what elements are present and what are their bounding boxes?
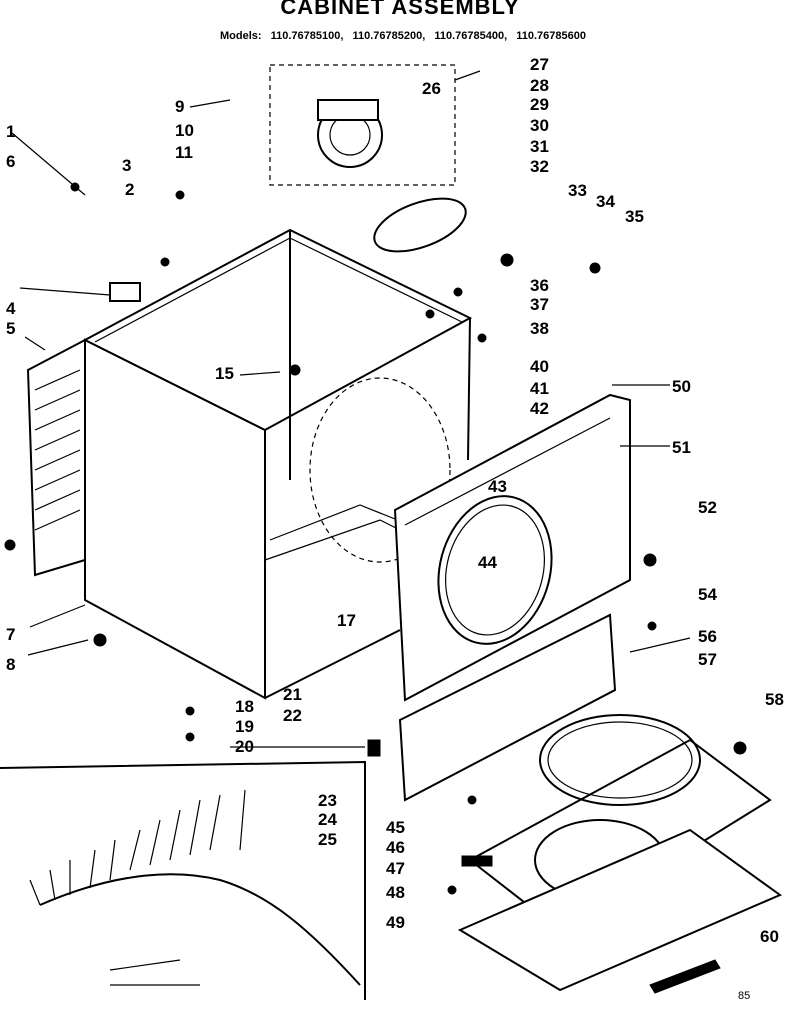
- callout: 58: [765, 690, 784, 709]
- front-panel: [393, 393, 631, 702]
- callout: 15: [215, 364, 234, 383]
- callout: 56: [698, 627, 717, 646]
- model-number: 110.76785200: [352, 30, 423, 42]
- callout: 17: [337, 611, 356, 630]
- callout: 32: [530, 157, 549, 176]
- callout: 43: [488, 477, 507, 496]
- leader-lines: [11, 70, 691, 748]
- callout: 38: [530, 319, 549, 338]
- callout: 33: [568, 181, 587, 200]
- callout: 37: [530, 295, 549, 314]
- wiring-harness-inset: [0, 760, 366, 1000]
- callout: 7: [6, 625, 15, 644]
- door-assembly: [457, 714, 783, 992]
- small-parts: [4, 182, 747, 895]
- callout: 29: [530, 95, 549, 114]
- callout: 34: [596, 192, 615, 211]
- callout: 28: [530, 76, 549, 95]
- callout: 40: [530, 357, 549, 376]
- callout: 8: [6, 655, 15, 674]
- callout: 24: [318, 810, 337, 829]
- callout: 5: [6, 319, 15, 338]
- callout-labels: 1 2 3 4 5 6 7 8 9 10 11 15 17 18 19 20 2…: [6, 55, 784, 946]
- motor-group-box: [269, 64, 456, 186]
- callout: 35: [625, 207, 644, 226]
- callout: 4: [6, 299, 16, 318]
- callout: 60: [760, 927, 779, 946]
- model-number: 110.76785400: [434, 30, 505, 42]
- callout: 48: [386, 883, 405, 902]
- callout: 47: [386, 859, 405, 878]
- callout: 52: [698, 498, 717, 517]
- drive-belt: [373, 197, 467, 253]
- callout: 11: [175, 143, 193, 162]
- motor: [317, 99, 383, 168]
- callout: 6: [6, 152, 15, 171]
- models-label: Models:: [220, 30, 262, 42]
- callout: 10: [175, 121, 194, 140]
- model-numbers: Models: 110.76785100, 110.76785200, 110.…: [220, 30, 586, 42]
- callout: 44: [478, 553, 497, 572]
- callout: 50: [672, 377, 691, 396]
- callout: 22: [283, 706, 302, 725]
- callout: 30: [530, 116, 549, 135]
- callout: 36: [530, 276, 549, 295]
- callout: 57: [698, 650, 717, 669]
- callout: 3: [122, 156, 131, 175]
- callout: 19: [235, 717, 254, 736]
- callout: 51: [672, 438, 691, 457]
- callout: 21: [283, 685, 302, 704]
- callout: 18: [235, 697, 254, 716]
- callout: 26: [422, 79, 441, 98]
- callout: 9: [175, 97, 184, 116]
- door-handle: [649, 959, 721, 994]
- callout: 2: [125, 180, 134, 199]
- callout: 25: [318, 830, 337, 849]
- callout: 41: [530, 379, 549, 398]
- side-panel: [26, 338, 86, 577]
- callout: 46: [386, 838, 405, 857]
- diagram-title: CABINET ASSEMBLY: [280, 0, 520, 19]
- toe-panel: [398, 613, 617, 802]
- callout: 45: [386, 818, 405, 837]
- page-code: 85: [738, 990, 751, 1002]
- callout: 31: [530, 137, 549, 156]
- model-number: 110.76785600: [516, 30, 586, 42]
- model-number: 110.76785100: [270, 30, 341, 42]
- callout: 27: [530, 55, 549, 74]
- callout: 20: [235, 737, 254, 756]
- callout: 1: [6, 122, 15, 141]
- callout: 23: [318, 791, 337, 810]
- callout: 42: [530, 399, 549, 418]
- callout: 49: [386, 913, 405, 932]
- callout: 54: [698, 585, 717, 604]
